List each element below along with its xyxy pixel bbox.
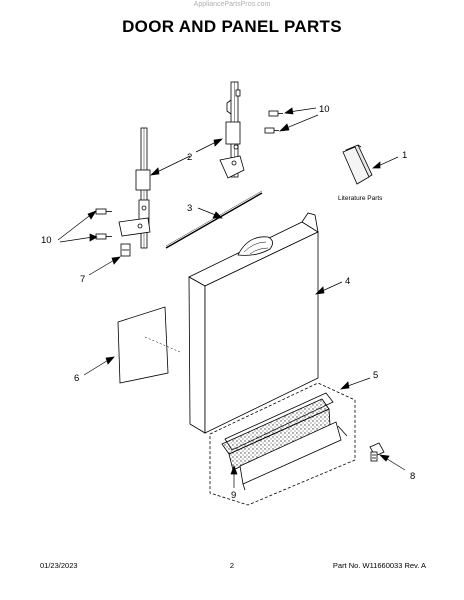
callout-3: 3 <box>187 203 192 214</box>
callout-1: 1 <box>402 150 407 161</box>
toe-panel-assembly <box>209 382 356 506</box>
leveler-foot <box>369 442 385 462</box>
leader-lines <box>57 107 406 488</box>
page-title: DOOR AND PANEL PARTS <box>122 17 342 36</box>
callout-7: 7 <box>80 274 85 285</box>
hinge-clip <box>120 243 131 257</box>
footer-part-number: Part No. W11660033 Rev. A <box>332 561 426 570</box>
literature-booklet <box>342 144 373 185</box>
screws-top <box>264 110 283 134</box>
hinge-right <box>219 81 245 179</box>
callout-10-left: 10 <box>41 235 52 246</box>
hinge-left <box>118 127 151 249</box>
callout-6: 6 <box>74 373 79 384</box>
insulation-panel <box>117 306 181 384</box>
rod-cable <box>165 190 263 249</box>
watermark: AppliancePartsPros.com <box>193 1 271 8</box>
callout-2: 2 <box>187 152 192 163</box>
screws-left <box>95 208 112 240</box>
literature-label: Literature Parts <box>338 195 383 202</box>
outer-door-panel <box>188 212 319 434</box>
callout-8: 8 <box>410 471 415 482</box>
footer-date: 01/23/2023 <box>40 561 78 570</box>
footer-page-number: 2 <box>229 561 235 570</box>
callout-9: 9 <box>231 490 236 501</box>
callout-4: 4 <box>345 276 350 287</box>
callout-10-top: 10 <box>319 104 330 115</box>
callout-5: 5 <box>373 370 378 381</box>
